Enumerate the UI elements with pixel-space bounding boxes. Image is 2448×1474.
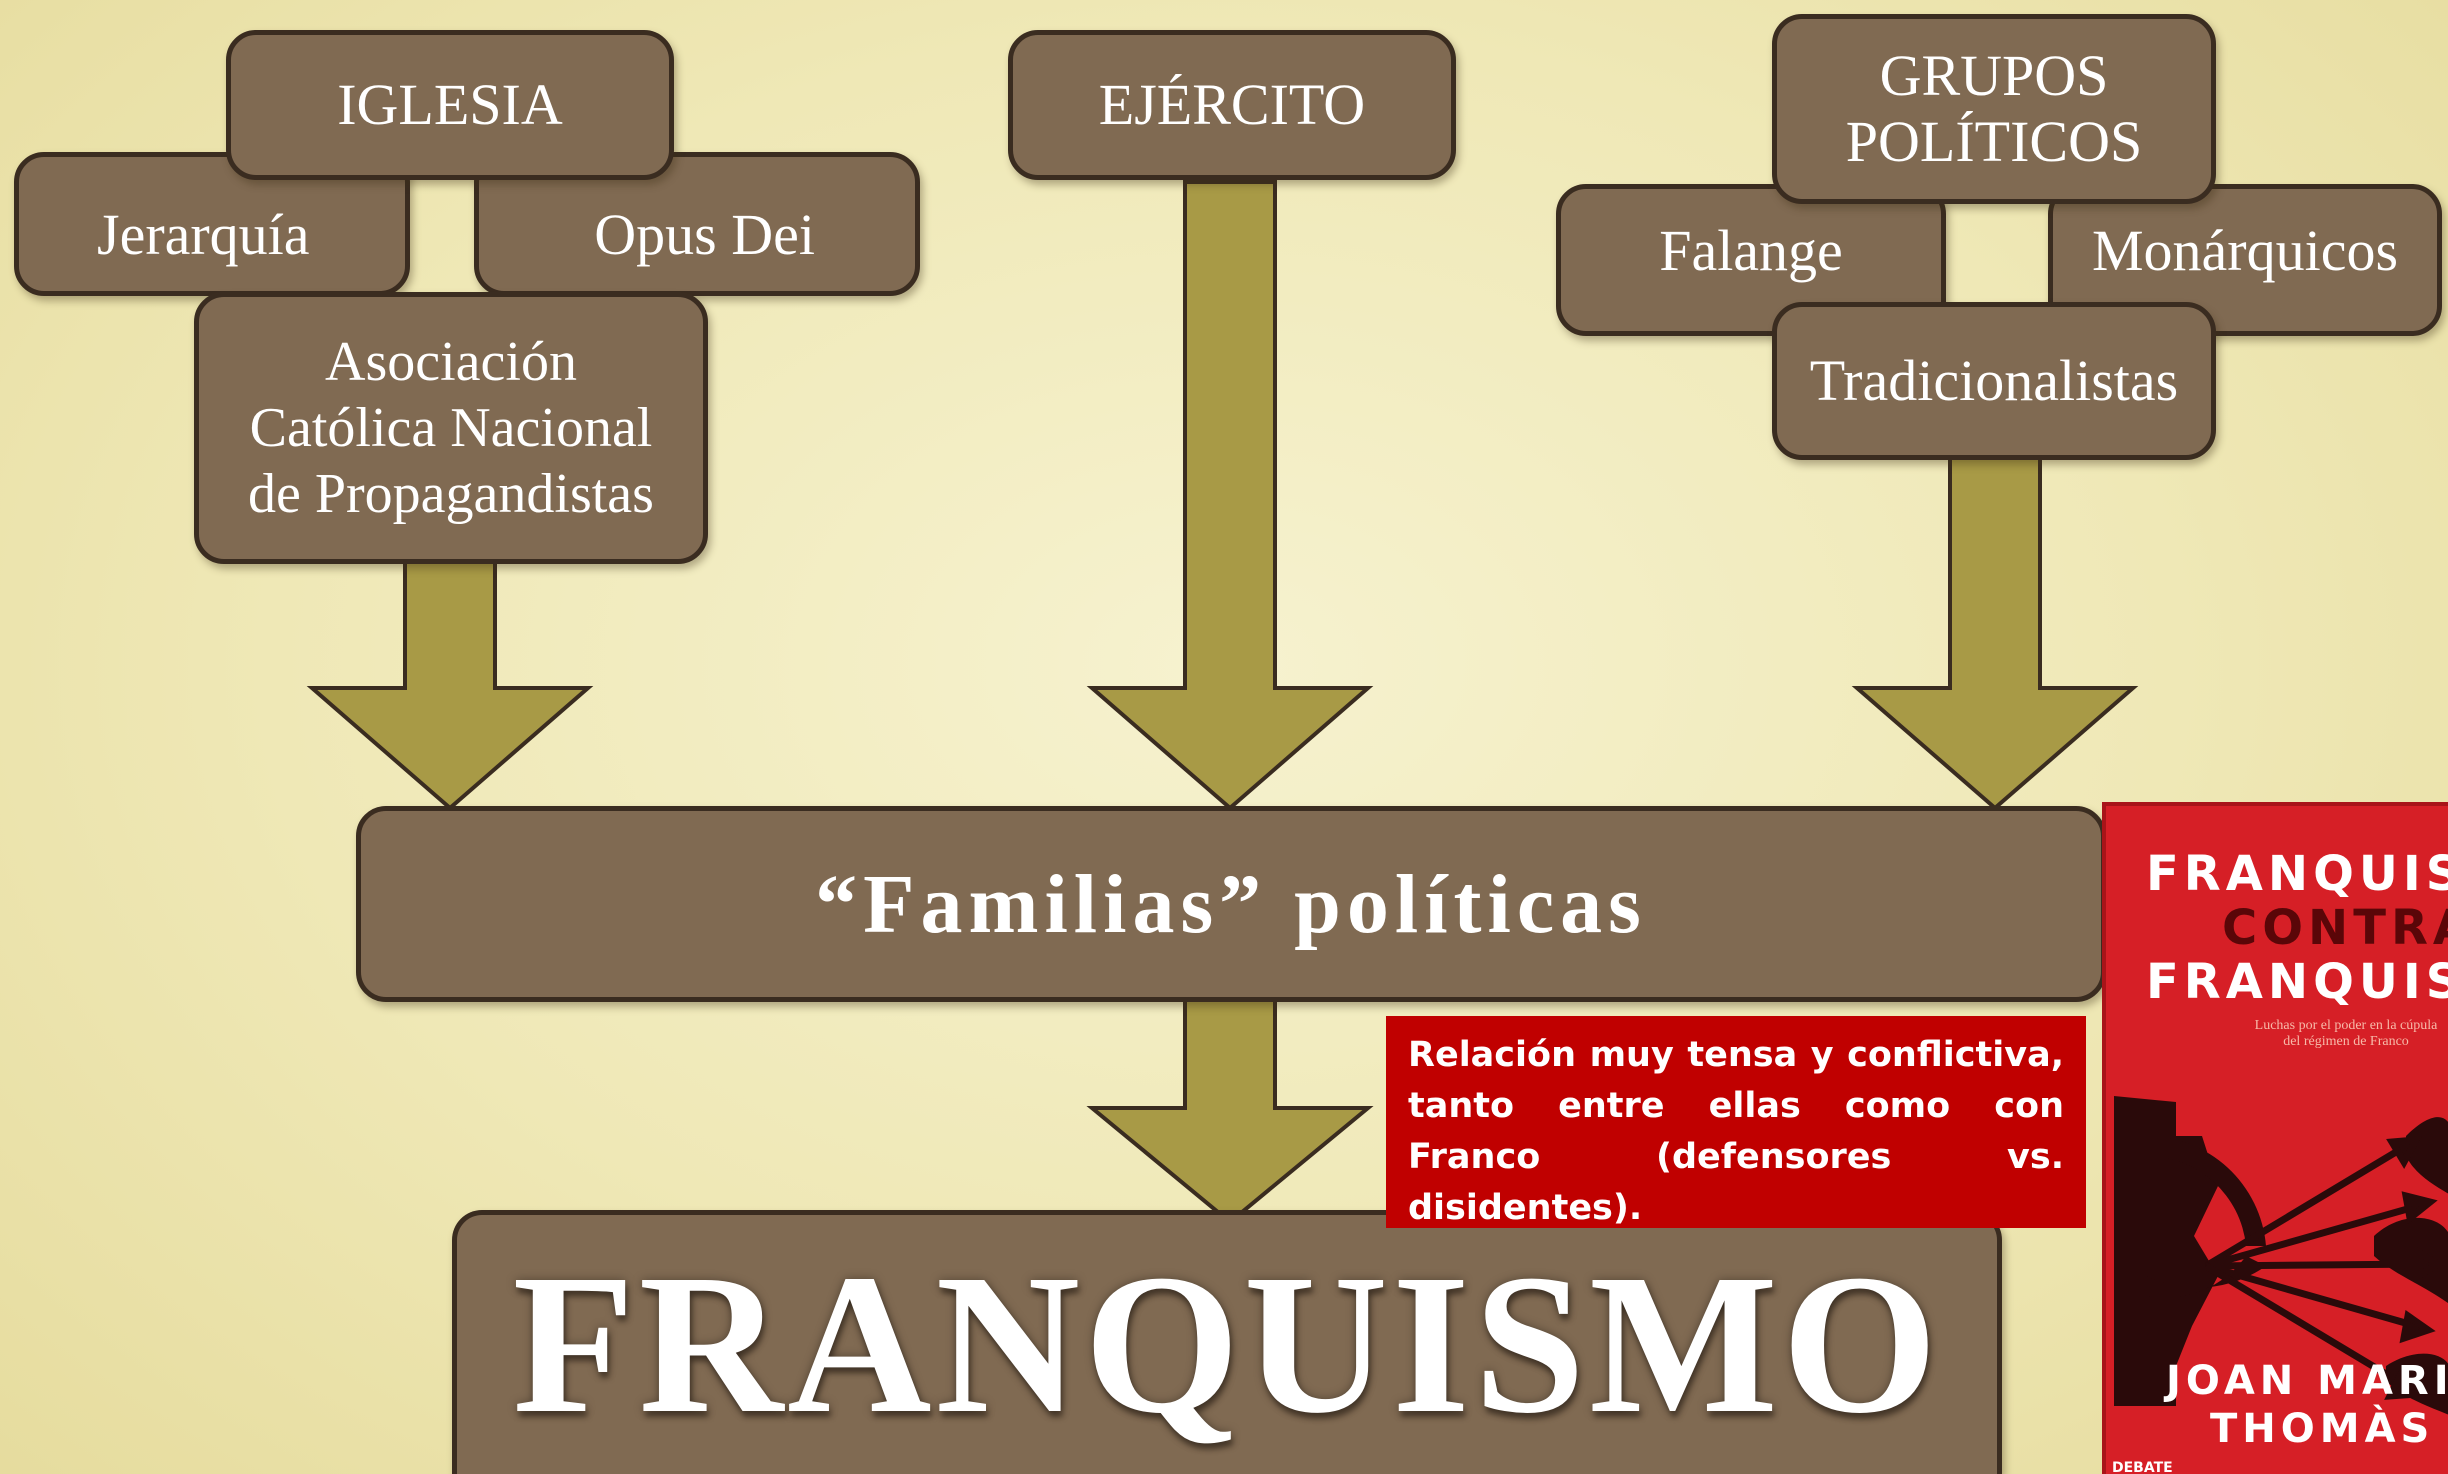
familias-politicas-box: “Familias” políticas	[356, 806, 2106, 1002]
arrow-iglesia-to-familias	[306, 556, 594, 811]
book-publisher: DEBATE	[2112, 1460, 2173, 1474]
tradicionalistas-label: Tradicionalistas	[1809, 348, 2179, 413]
acnp-box: Asociación Católica Nacional de Propagan…	[194, 292, 708, 564]
grupos-label-line-1: GRUPOS	[1879, 43, 2109, 108]
book-author-line-1: JOAN MARIA	[2166, 1358, 2448, 1404]
ejercito-box: EJÉRCITO	[1008, 30, 1456, 180]
arrow-familias-to-franquismo	[1086, 998, 1374, 1225]
opus-dei-label: Opus Dei	[594, 202, 815, 267]
monarquicos-label: Monárquicos	[2091, 218, 2399, 283]
book-title-line-2: CONTRA	[2222, 900, 2448, 956]
acnp-label-line-3: de Propagandistas	[248, 463, 654, 525]
acnp-label-line-1: Asociación	[325, 331, 577, 393]
ejercito-label: EJÉRCITO	[1098, 72, 1366, 137]
falange-label: Falange	[1659, 218, 1843, 283]
acnp-label-line-2: Católica Nacional	[249, 397, 653, 459]
arrow-grupos-to-familias	[1851, 456, 2139, 811]
familias-politicas-label: “Familias” políticas	[815, 857, 1647, 951]
iglesia-label: IGLESIA	[337, 72, 563, 137]
book-title-line-3: FRANQUISTAS	[2146, 954, 2448, 1010]
opus-dei-box: Opus Dei	[474, 152, 920, 296]
jerarquia-label: Jerarquía	[97, 202, 310, 267]
iglesia-box: IGLESIA	[226, 30, 674, 180]
tradicionalistas-box: Tradicionalistas	[1772, 302, 2216, 460]
book-subtitle: Luchas por el poder en la cúpula del rég…	[2254, 1018, 2438, 1049]
book-title-line-1: FRANQUISTAS	[2146, 846, 2448, 902]
grupos-label-line-2: POLÍTICOS	[1845, 109, 2143, 174]
relationship-note: Relación muy tensa y conflictiva, tanto …	[1386, 1016, 2086, 1228]
franquismo-label: FRANQUISMO	[512, 1234, 1942, 1455]
grupos-politicos-box: GRUPOS POLÍTICOS	[1772, 14, 2216, 204]
franquismo-box: FRANQUISMO	[452, 1210, 2002, 1474]
arrow-ejercito-to-familias	[1086, 180, 1374, 811]
book-cover: FRANQUISTAS CONTRA FRANQUISTAS Luchas po…	[2102, 802, 2448, 1474]
book-author-line-2: THOMÀS	[2210, 1406, 2435, 1452]
falange-emblem-icon	[2114, 1096, 2448, 1415]
relationship-note-text: Relación muy tensa y conflictiva, tanto …	[1408, 1035, 2064, 1228]
